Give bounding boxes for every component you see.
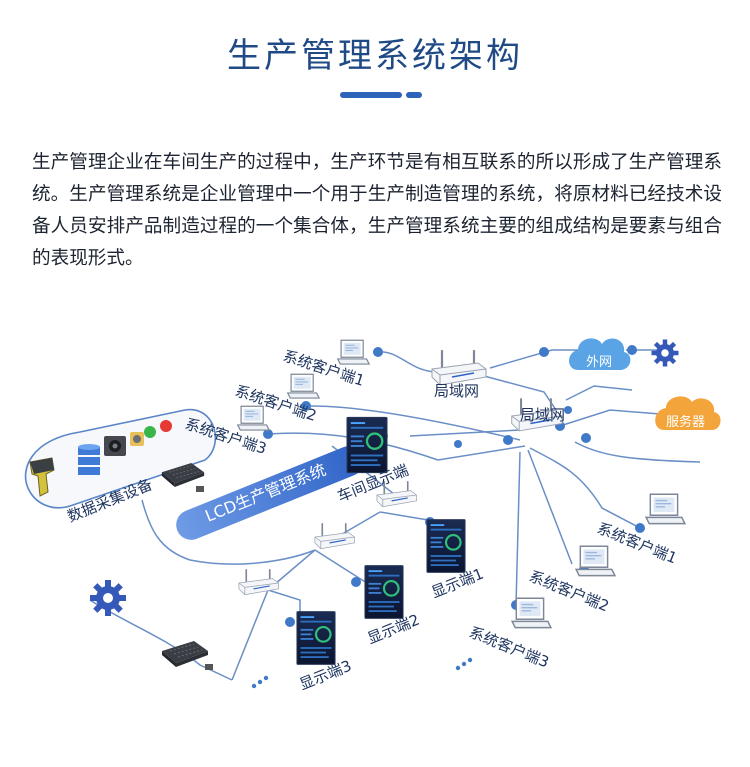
- data-collection-capsule: [24, 408, 217, 509]
- laptop-icon: [237, 405, 270, 431]
- architecture-diagram: 数据采集设备 LCD生产管理系统 系统客户端1 系统客户端2 系统客户端3 局域…: [24, 338, 721, 694]
- lan-top-label: 局域网: [434, 382, 479, 400]
- display-icon: [364, 564, 404, 620]
- intro-paragraph: 生产管理企业在车间生产的过程中，生产环节是有相互联系的所以形成了生产管理系统。生…: [32, 152, 722, 269]
- laptop-icon: [575, 545, 616, 577]
- server-icon: [655, 396, 721, 430]
- laptop-icon: [645, 493, 686, 525]
- camera-icon: [104, 436, 126, 456]
- keyboard-icon: [161, 640, 209, 668]
- display-icon: [296, 610, 336, 666]
- laptop-icon: [287, 373, 320, 399]
- workshop-display-icon: [346, 416, 388, 474]
- system-banner: [176, 446, 364, 540]
- mouse-icon: [205, 664, 213, 670]
- mouse-icon: [196, 486, 204, 492]
- red-button-icon: [160, 420, 172, 432]
- green-button-icon: [144, 426, 156, 438]
- lan-mid-label: 局域网: [520, 406, 565, 424]
- database-icon: [78, 444, 100, 475]
- server-label: 服务器: [666, 414, 705, 430]
- router-icon: [313, 522, 356, 550]
- title-underline-short: [406, 92, 422, 98]
- laptop-icon: [337, 339, 370, 365]
- client-label: 系统客户端3: [467, 623, 552, 671]
- router-icon: [430, 349, 488, 387]
- laptop-icon: [511, 597, 552, 629]
- scanner-icon: [29, 457, 55, 497]
- page-title: 生产管理系统架构: [227, 36, 523, 76]
- gear-icon: [90, 580, 126, 616]
- cloud-icon: [569, 338, 631, 370]
- gear-icon: [651, 339, 679, 367]
- display-icon: [426, 518, 466, 574]
- title-underline-long: [340, 92, 402, 98]
- sensor-icon: [130, 432, 144, 446]
- cloud-label: 外网: [586, 355, 612, 370]
